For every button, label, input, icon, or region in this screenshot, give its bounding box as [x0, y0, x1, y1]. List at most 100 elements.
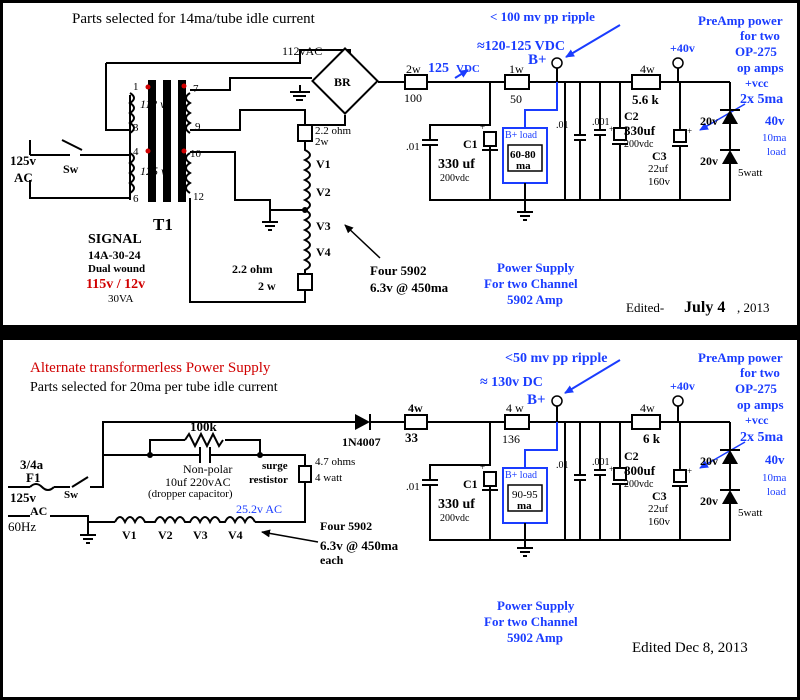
svg-text:112vAC: 112vAC [282, 44, 322, 58]
svg-text:4 w: 4 w [506, 401, 524, 415]
resistor-2p2-top [297, 124, 313, 142]
svg-text:+vcc: +vcc [745, 76, 769, 90]
svg-text:C1: C1 [463, 477, 478, 491]
svg-text:4w: 4w [640, 62, 655, 76]
resistor-5k6 [631, 74, 661, 90]
svg-text:5902 Amp: 5902 Amp [507, 292, 563, 307]
svg-text:PreAmp power: PreAmp power [698, 13, 783, 28]
svg-text:.01: .01 [556, 460, 569, 471]
diode-1n4007 [355, 414, 370, 430]
svg-text:33: 33 [405, 430, 419, 445]
svg-text:100k: 100k [190, 419, 218, 434]
svg-text:2.2 ohm: 2.2 ohm [232, 262, 273, 276]
svg-text:T1: T1 [153, 215, 173, 234]
svg-text:Edited-: Edited- [626, 300, 664, 315]
svg-text:ma: ma [517, 500, 532, 512]
winding-112v-label: 112 v [140, 97, 166, 111]
svg-text:.001: .001 [592, 457, 610, 468]
svg-text:C3: C3 [652, 489, 667, 503]
svg-text:6: 6 [133, 193, 139, 205]
svg-text:5watt: 5watt [738, 507, 762, 519]
svg-text:+40v: +40v [670, 379, 695, 393]
svg-text:C1: C1 [463, 137, 478, 151]
svg-text:PreAmp power: PreAmp power [698, 350, 783, 365]
svg-text:22uf: 22uf [648, 163, 669, 175]
svg-text:4w: 4w [640, 401, 655, 415]
bottom-schematic-panel: Alternate transformerless Power Supply P… [3, 340, 797, 697]
svg-text:.01: .01 [406, 481, 420, 493]
svg-text:330uf: 330uf [624, 123, 656, 138]
svg-text:125: 125 [428, 61, 449, 76]
top-title: Parts selected for 14ma/tube idle curren… [72, 11, 316, 27]
svg-text:3: 3 [133, 122, 139, 134]
svg-text:Four 5902: Four 5902 [320, 519, 372, 533]
svg-text:(dropper capacitor): (dropper capacitor) [148, 488, 233, 500]
svg-text:6.3v @ 450ma: 6.3v @ 450ma [370, 280, 449, 295]
svg-text:4: 4 [133, 146, 139, 158]
svg-text:B+: B+ [527, 392, 546, 408]
svg-text:C2: C2 [624, 449, 639, 463]
resistor-33 [404, 414, 428, 430]
svg-text:B+ load: B+ load [505, 470, 537, 481]
bridge-rectifier [311, 47, 379, 115]
svg-text:OP-275: OP-275 [735, 381, 777, 396]
svg-text:4.7 ohms: 4.7 ohms [315, 456, 355, 468]
svg-text:V1: V1 [316, 157, 331, 171]
svg-text:load: load [767, 486, 786, 498]
svg-text:AC: AC [30, 504, 47, 518]
svg-text:C3: C3 [652, 149, 667, 163]
top-schematic-panel: Parts selected for 14ma/tube idle curren… [3, 3, 797, 325]
svg-text:ma: ma [516, 160, 531, 172]
top-panel-background [3, 3, 797, 325]
svg-text:OP-275: OP-275 [735, 44, 777, 59]
svg-text:+: + [609, 124, 614, 134]
svg-text:125v: 125v [10, 490, 37, 505]
resistor-2p2-bottom [297, 273, 313, 291]
svg-text:+: + [480, 462, 485, 472]
svg-text:for two: for two [740, 28, 780, 43]
svg-text:125v: 125v [10, 153, 37, 168]
svg-text:12: 12 [193, 191, 204, 203]
svg-text:2w: 2w [406, 62, 421, 76]
svg-text:Power Supply: Power Supply [497, 260, 575, 275]
svg-text:200vdc: 200vdc [440, 513, 470, 524]
svg-text:V4: V4 [228, 528, 243, 542]
svg-text:14A-30-24: 14A-30-24 [88, 248, 141, 262]
svg-text:+: + [687, 126, 692, 136]
svg-text:4w: 4w [408, 401, 423, 415]
svg-text:60Hz: 60Hz [8, 519, 36, 534]
svg-text:1: 1 [133, 81, 139, 93]
top-bplus-voltage: ≈120-125 VDC [477, 39, 565, 54]
svg-text:AC: AC [14, 170, 33, 185]
svg-text:1N4007: 1N4007 [342, 435, 381, 449]
svg-text:V4: V4 [316, 245, 331, 259]
svg-text:20v: 20v [700, 114, 718, 128]
top-ripple-label: < 100 mv pp ripple [490, 9, 595, 24]
svg-text:60-80: 60-80 [510, 149, 536, 161]
svg-text:op amps: op amps [737, 60, 784, 75]
bottom-panel-background [3, 340, 797, 697]
svg-text:July 4: July 4 [684, 299, 725, 316]
resistor-100k [184, 431, 224, 449]
svg-text:160v: 160v [648, 516, 671, 528]
svg-text:VDC: VDC [456, 63, 480, 75]
svg-text:100: 100 [404, 91, 422, 105]
svg-text:SIGNAL: SIGNAL [88, 232, 142, 247]
svg-text:B+: B+ [528, 52, 547, 68]
svg-text:3/4a: 3/4a [20, 457, 44, 472]
svg-text:10ma: 10ma [762, 472, 787, 484]
resistor-136 [504, 414, 530, 430]
winding-125v-label: 125 v [140, 164, 167, 178]
svg-text:136: 136 [502, 432, 520, 446]
svg-text:surge: surge [262, 460, 288, 472]
svg-text:2x 5ma: 2x 5ma [740, 92, 783, 107]
svg-text:200vdc: 200vdc [624, 479, 654, 490]
svg-text:10uf 220vAC: 10uf 220vAC [165, 475, 231, 489]
svg-text:Edited Dec 8, 2013: Edited Dec 8, 2013 [632, 640, 748, 656]
svg-text:2.2 ohm: 2.2 ohm [315, 125, 352, 137]
transformer-core-mid [163, 80, 171, 202]
svg-text:+40v: +40v [670, 41, 695, 55]
svg-text:each: each [320, 553, 344, 567]
